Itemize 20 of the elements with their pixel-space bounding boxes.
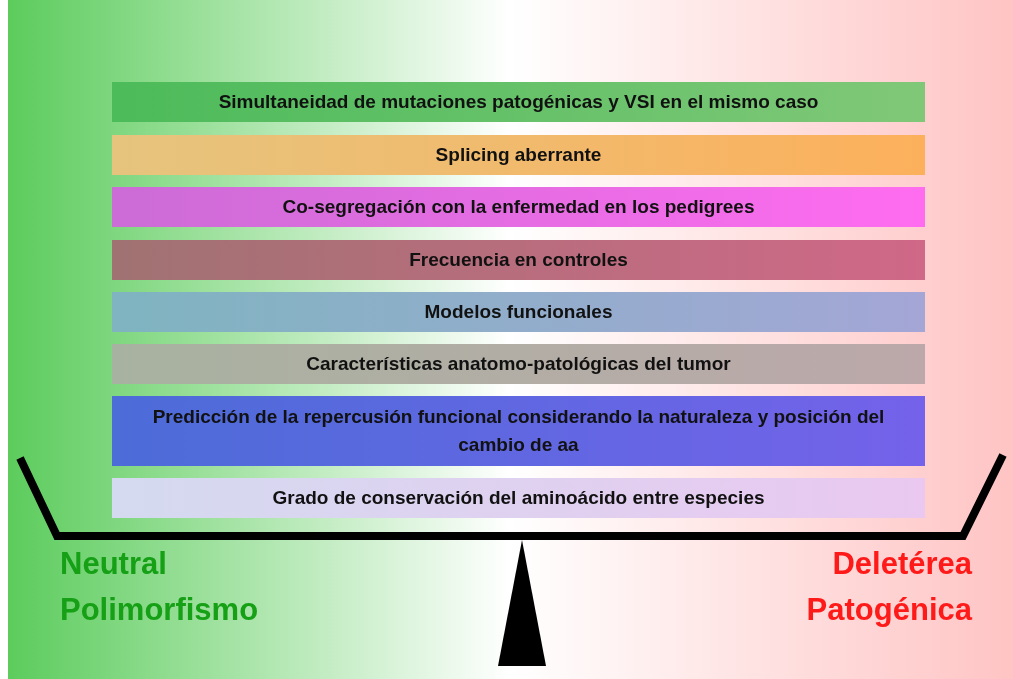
- criterion-text: Co-segregación con la enfermedad en los pedigrees: [281, 195, 756, 219]
- criterion-text: Modelos funcionales: [423, 300, 614, 324]
- side-label: Deletérea: [832, 546, 972, 582]
- criterion-bar: [112, 240, 925, 280]
- criterion-bar: [112, 187, 925, 227]
- criterion-text: Frecuencia en controles: [408, 248, 629, 272]
- criterion-text: Predicción de la repercusión funcional considerando la naturaleza y posición del cambio de aa: [151, 405, 886, 457]
- criterion-bar: [112, 135, 925, 175]
- criterion-text: Características anatomo-patológicas del tumor: [305, 352, 732, 376]
- side-label: Neutral: [60, 546, 167, 582]
- criterion-bar: [112, 344, 925, 384]
- criterion-text: Simultaneidad de mutaciones patogénicas y VSI en el mismo caso: [217, 90, 820, 114]
- criterion-bar: [112, 478, 925, 518]
- criterion-bar: [112, 292, 925, 332]
- criterion-text: Splicing aberrante: [434, 143, 603, 167]
- criterion-bar: [112, 396, 925, 466]
- criterion-bar: [112, 82, 925, 122]
- side-label: Polimorfismo: [60, 592, 259, 628]
- criterion-text: Grado de conservación del aminoácido entre especies: [271, 486, 766, 510]
- side-label: Patogénica: [806, 592, 972, 628]
